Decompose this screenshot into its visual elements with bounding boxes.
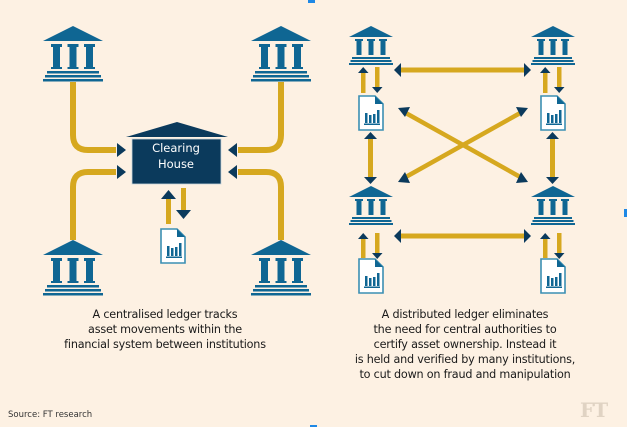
- distributed-ledger-caption: A distributed ledger eliminates the need…: [330, 307, 600, 382]
- distributed-ledger-diagram: [349, 26, 575, 294]
- connector-up: [166, 199, 171, 224]
- bank-icon-bottom-left: [349, 186, 393, 225]
- arrowhead-icon: [516, 172, 528, 183]
- bank-icon-top-right: [251, 26, 311, 82]
- clearing-house-label: Clearing House: [133, 140, 219, 172]
- arrowhead-icon: [398, 172, 410, 183]
- caption-line: asset movements within the: [88, 323, 242, 336]
- bank-icon-bottom-right: [531, 186, 575, 225]
- arrowhead-icon: [228, 143, 237, 157]
- source-note: Source: FT research: [8, 410, 93, 420]
- caption-line: certify asset ownership. Instead it: [373, 338, 557, 351]
- bank-document-link-bottom-left: [358, 233, 383, 259]
- arrowhead-icon: [398, 107, 410, 117]
- clearing-house: [126, 122, 228, 185]
- bank-icon-top-left: [43, 26, 103, 82]
- connector-bottom-horizontal: [400, 233, 525, 239]
- arrowhead-icon: [546, 177, 559, 184]
- arrowhead-icon: [524, 63, 531, 77]
- bank-icon-bottom-right: [251, 240, 311, 296]
- bank-document-link-top-right: [540, 67, 565, 93]
- edge-marker: [624, 209, 627, 217]
- arrowhead-down-icon: [176, 210, 191, 219]
- arrowhead-icon: [117, 165, 126, 179]
- arrowhead-icon: [364, 132, 377, 139]
- clearing-house-label-line: Clearing: [152, 141, 200, 155]
- arrowhead-icon: [394, 63, 401, 77]
- arrowhead-icon: [117, 143, 126, 157]
- connector-top-right: [238, 82, 284, 153]
- ledger-document-icon-bottom-right: [540, 258, 566, 294]
- connector-left-vertical: [368, 138, 373, 178]
- caption-line: A centralised ledger tracks: [92, 308, 238, 321]
- ledger-document-icon: [160, 228, 186, 264]
- caption-line: financial system between institutions: [64, 338, 266, 351]
- connector-bottom-left: [70, 169, 116, 240]
- arrowhead-icon: [516, 107, 528, 117]
- bank-icon-top-left: [349, 26, 393, 65]
- ledger-document-icon-top-left: [358, 95, 384, 131]
- clearing-house-roof: [126, 122, 228, 137]
- connector-top-left: [70, 82, 116, 153]
- caption-line: A distributed ledger eliminates: [381, 308, 549, 321]
- arrowhead-up-icon: [161, 190, 176, 199]
- clearing-house-label-line: House: [157, 157, 195, 171]
- arrowhead-icon: [394, 229, 401, 243]
- edge-marker: [308, 0, 315, 3]
- ft-logo: FT: [580, 398, 608, 422]
- bank-icon-top-right: [531, 26, 575, 65]
- connector-right-vertical: [550, 138, 555, 178]
- arrowhead-icon: [524, 229, 531, 243]
- arrowhead-icon: [228, 165, 237, 179]
- bank-document-link-top-left: [358, 67, 383, 93]
- clearing-house-body: [131, 138, 222, 185]
- edge-marker: [310, 425, 317, 427]
- ledger-document-icon-top-right: [540, 95, 566, 131]
- connector-down: [181, 188, 186, 210]
- centralised-ledger-caption: A centralised ledger tracks asset moveme…: [40, 307, 290, 352]
- ledger-document-icon-bottom-left: [358, 258, 384, 294]
- arrowhead-icon: [546, 132, 559, 139]
- bank-document-link-bottom-right: [540, 233, 565, 259]
- arrowhead-icon: [364, 177, 377, 184]
- centralised-ledger-diagram: [43, 26, 311, 296]
- connector-diagonal-2: [402, 110, 524, 180]
- bank-icon-bottom-left: [43, 240, 103, 296]
- connector-bottom-right: [238, 169, 284, 240]
- caption-line: is held and verified by many institution…: [354, 353, 576, 366]
- caption-line: to cut down on fraud and manipulation: [359, 368, 571, 381]
- caption-line: the need for central authorities to: [373, 323, 557, 336]
- connector-top-horizontal: [400, 67, 525, 73]
